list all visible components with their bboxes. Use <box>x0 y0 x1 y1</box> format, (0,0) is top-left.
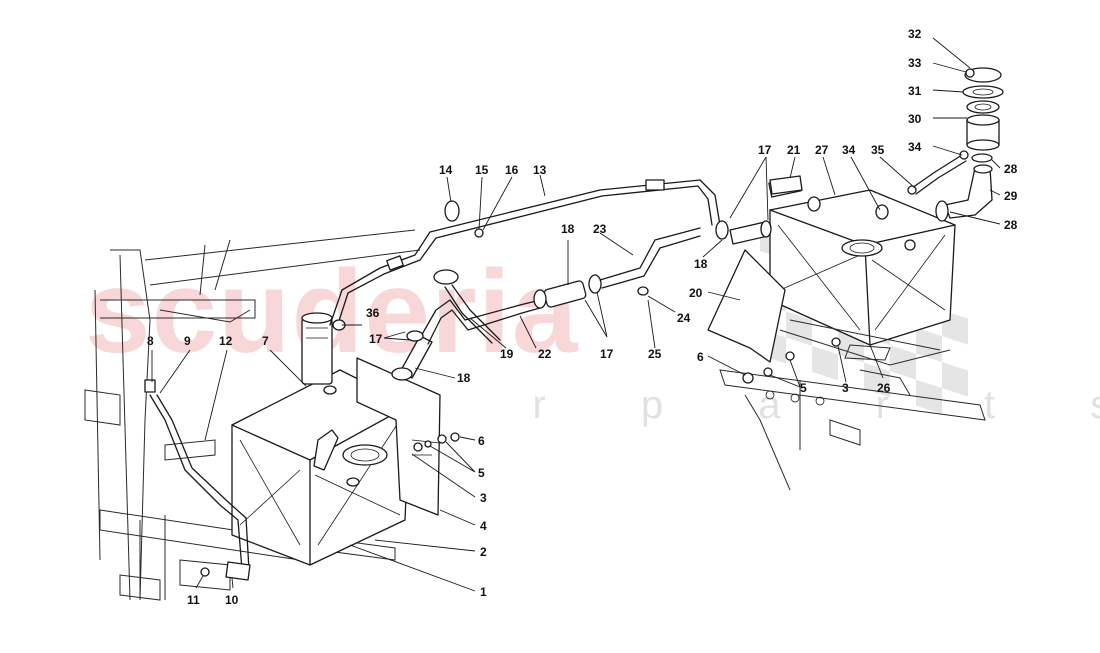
callout-13: 13 <box>533 163 547 177</box>
callout-6: 6 <box>478 434 485 448</box>
fuel-pump <box>301 312 337 395</box>
fasteners-right <box>742 337 841 384</box>
callout-8: 8 <box>147 334 154 348</box>
callout-2: 2 <box>480 545 487 559</box>
callout-34: 34 <box>908 140 922 154</box>
callout-10: 10 <box>225 593 239 607</box>
callout-29: 29 <box>1004 189 1018 203</box>
filler-hose-left <box>391 269 541 381</box>
callout-18: 18 <box>457 371 471 385</box>
callout-28: 28 <box>1004 218 1018 232</box>
callout-3: 3 <box>480 491 487 505</box>
callout-4: 4 <box>480 519 487 533</box>
callout-19: 19 <box>500 347 514 361</box>
callout-18: 18 <box>694 257 708 271</box>
left-fuel-tank <box>231 369 411 566</box>
callout-24: 24 <box>677 311 691 325</box>
callout-18: 18 <box>561 222 575 236</box>
callout-7: 7 <box>262 334 269 348</box>
callout-21: 21 <box>787 143 801 157</box>
callout-23: 23 <box>593 222 607 236</box>
callout-30: 30 <box>908 112 922 126</box>
callout-11: 11 <box>187 593 200 607</box>
callout-20: 20 <box>689 286 703 300</box>
callout-12: 12 <box>219 334 233 348</box>
callout-26: 26 <box>877 381 891 395</box>
callout-3: 3 <box>842 381 849 395</box>
callout-1: 1 <box>480 585 487 599</box>
callout-25: 25 <box>648 347 662 361</box>
callout-36: 36 <box>366 306 380 320</box>
callout-35: 35 <box>871 143 885 157</box>
callout-14: 14 <box>439 163 453 177</box>
connecting-hose-middle <box>533 227 701 309</box>
fasteners-left <box>413 432 460 452</box>
callout-33: 33 <box>908 56 922 70</box>
mounting-plate-right <box>707 249 786 363</box>
callout-15: 15 <box>475 163 489 177</box>
callout-16: 16 <box>505 163 519 177</box>
filler-neck-assembly <box>907 67 1004 222</box>
callout-32: 32 <box>908 27 922 41</box>
right-chassis-frame <box>719 319 986 491</box>
callout-27: 27 <box>815 143 829 157</box>
tank-rod <box>144 379 251 581</box>
callout-5: 5 <box>800 381 807 395</box>
callout-5: 5 <box>478 466 485 480</box>
leader-lines <box>151 37 1001 592</box>
callout-28: 28 <box>1004 162 1018 176</box>
callout-34: 34 <box>842 143 856 157</box>
callout-31: 31 <box>908 84 922 98</box>
callout-17: 17 <box>369 332 383 346</box>
callout-9: 9 <box>184 334 191 348</box>
callout-6: 6 <box>697 350 704 364</box>
mounting-plate <box>356 357 441 516</box>
callout-17: 17 <box>600 347 614 361</box>
callout-labels: 1 2 3 3 4 5 5 6 6 7 8 9 10 11 12 13 14 1… <box>147 27 1018 607</box>
breather-pipe <box>329 179 721 328</box>
callout-17: 17 <box>758 143 772 157</box>
callout-22: 22 <box>538 347 552 361</box>
